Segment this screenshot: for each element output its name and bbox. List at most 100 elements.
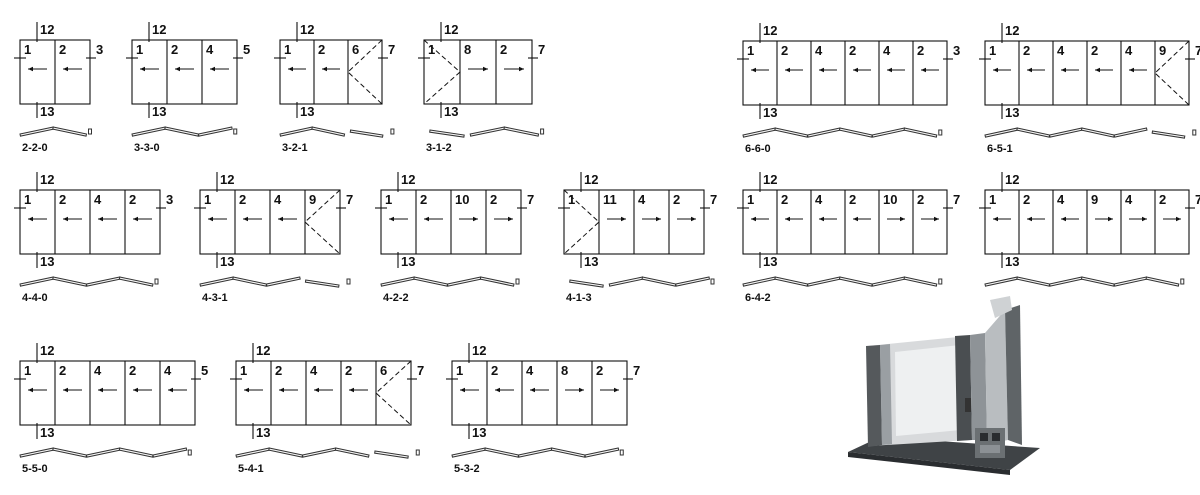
stack-segment: [871, 276, 906, 287]
panel-label: 10: [883, 192, 897, 207]
panel-label: 2: [490, 192, 497, 207]
panel-label: 4: [164, 363, 172, 378]
frame: [235, 360, 412, 426]
arrow-head: [1027, 67, 1032, 73]
stack-end-cap: [187, 449, 192, 456]
stack-segment: [641, 276, 677, 287]
configuration-code: 4-4-0: [22, 292, 48, 304]
stack-segment: [52, 447, 88, 458]
tail-label: 7: [1195, 192, 1200, 207]
configuration-code: 3-1-2: [426, 142, 452, 154]
panel-label: 2: [1023, 192, 1030, 207]
stack-segment: [279, 126, 314, 137]
panel-label: 2: [129, 192, 136, 207]
arrow-head: [1061, 216, 1066, 222]
stack-segment: [469, 126, 506, 137]
tail-label: 7: [417, 363, 424, 378]
stack-segment: [232, 276, 268, 287]
configuration-code: 5-4-1: [238, 463, 264, 475]
stack-end-cap: [938, 278, 943, 285]
arrow-head: [98, 387, 103, 393]
stack-segment: [1113, 127, 1148, 138]
arrow-head: [349, 387, 354, 393]
arrow-head: [473, 216, 478, 222]
stack-segment: [503, 126, 540, 137]
panel-label: 10: [455, 192, 469, 207]
arrow-head: [1142, 216, 1147, 222]
tail-label: 7: [953, 192, 960, 207]
stack-segment: [85, 447, 121, 458]
stack-segment: [334, 447, 370, 458]
panel-label: 1: [24, 192, 31, 207]
panel-label: 2: [781, 192, 788, 207]
arrow-head: [900, 216, 905, 222]
top-frame-label: 12: [763, 172, 777, 187]
stack-segment: [265, 276, 301, 287]
panel-label: 2: [171, 42, 178, 57]
panel-label: 1: [456, 363, 463, 378]
stack-segment: [569, 279, 604, 288]
panel-label: 4: [310, 363, 318, 378]
bottom-frame-label: 13: [40, 254, 54, 269]
panel-label: 4: [94, 363, 102, 378]
stack-segment: [584, 447, 620, 458]
panel-label: 1: [747, 43, 754, 58]
stack-segment: [413, 276, 449, 287]
panel-label: 2: [1091, 43, 1098, 58]
stack-segment: [311, 126, 346, 137]
panel-label: 2: [275, 363, 282, 378]
stack-end-cap: [346, 278, 351, 285]
swing-line: [423, 39, 461, 105]
panel-label: 4: [274, 192, 282, 207]
stack-segment: [984, 127, 1019, 138]
panel-label: 2: [59, 192, 66, 207]
frame: [279, 39, 383, 105]
panel-label: 4: [206, 42, 214, 57]
arrow-head: [133, 216, 138, 222]
arrow-head: [63, 66, 68, 72]
arrow-head: [495, 387, 500, 393]
stack-segment: [235, 447, 271, 458]
arrow-head: [785, 216, 790, 222]
stack-segment: [807, 276, 841, 287]
arrow-head: [614, 387, 619, 393]
panel-label: 4: [94, 192, 102, 207]
arrow-head: [28, 387, 33, 393]
arrow-head: [934, 216, 939, 222]
stack-segment: [1016, 276, 1051, 287]
stack-segment: [871, 127, 906, 138]
top-frame-label: 12: [220, 172, 234, 187]
panel-label: 2: [917, 192, 924, 207]
stack-end-cap: [415, 449, 420, 456]
panel-label: 2: [849, 43, 856, 58]
stack-segment: [1080, 276, 1115, 287]
stack-segment: [1113, 276, 1148, 287]
arrow-head: [921, 67, 926, 73]
stack-segment: [19, 126, 55, 137]
configuration-code: 6-4-2: [745, 292, 771, 304]
panel-label: 2: [420, 192, 427, 207]
stack-segment: [807, 127, 841, 138]
stack-segment: [1080, 127, 1115, 138]
bottom-frame-label: 13: [472, 425, 486, 440]
arrow-head: [483, 66, 488, 72]
frame: [131, 39, 238, 105]
panel-label: 1: [747, 192, 754, 207]
frame: [19, 360, 196, 426]
stack-segment: [484, 447, 520, 458]
tail-label: 7: [633, 363, 640, 378]
arrow-head: [853, 67, 858, 73]
panel-label: 4: [638, 192, 646, 207]
tail-label: 5: [201, 363, 208, 378]
panel-label: 2: [129, 363, 136, 378]
tail-label: 7: [538, 42, 545, 57]
panel-label: 1: [385, 192, 392, 207]
panel-label: 2: [59, 42, 66, 57]
panel-label: 4: [1125, 43, 1133, 58]
panel-label: 6: [352, 42, 359, 57]
